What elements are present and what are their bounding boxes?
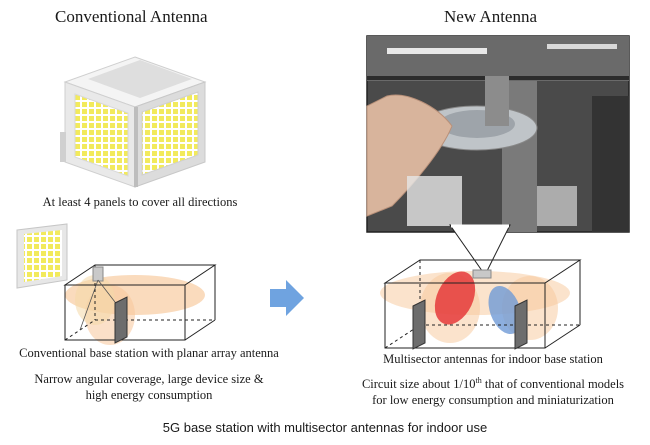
multisector-station-caption: Multisector antennas for indoor base sta… <box>383 352 603 366</box>
new-antenna-title: New Antenna <box>444 7 538 26</box>
photo-callout-pointer <box>449 224 511 276</box>
benefit-text-pre: Circuit size about 1/10 <box>361 377 476 391</box>
figure-footer-caption: 5G base station with multisector antenna… <box>162 420 488 435</box>
four-panel-antenna-cube <box>60 56 207 188</box>
multisector-base-station-diagram <box>380 259 582 350</box>
benefit-superscript: th <box>475 375 482 385</box>
new-antenna-photo <box>366 35 630 233</box>
conventional-station-caption: Conventional base station with planar ar… <box>19 346 279 360</box>
right-arrow-icon <box>270 280 304 316</box>
conventional-base-station-diagram <box>63 264 217 345</box>
benefit-text-post: that of conventional models <box>481 377 625 391</box>
conventional-drawback-line-1: Narrow angular coverage, large device si… <box>34 372 264 386</box>
conventional-antenna-title: Conventional Antenna <box>55 7 208 26</box>
planar-panel-icon <box>16 223 68 289</box>
panel-count-caption: At least 4 panels to cover all direction… <box>42 195 238 209</box>
benefit-line-1: Circuit size about 1/10th that of conven… <box>338 375 648 392</box>
conventional-drawback-line-2: high energy consumption <box>85 388 213 402</box>
benefit-line-2: for low energy consumption and miniaturi… <box>372 393 614 407</box>
